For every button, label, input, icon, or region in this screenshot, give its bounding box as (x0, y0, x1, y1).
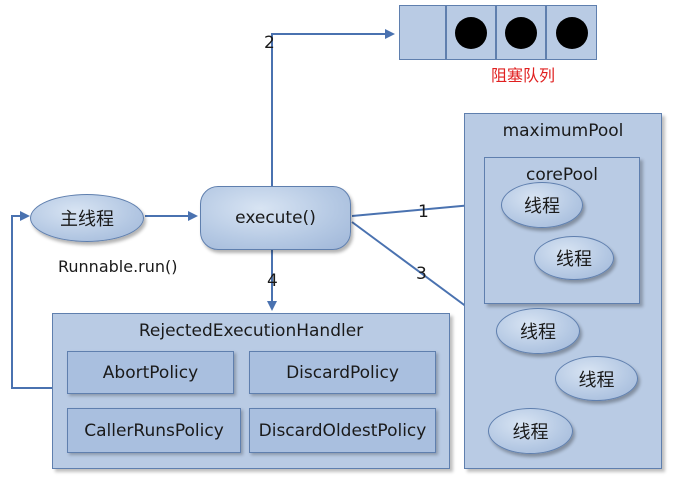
thread-label: 线程 (512, 422, 549, 443)
main-thread-node: 主线程 (30, 194, 144, 242)
thread-label: 线程 (578, 369, 615, 391)
core-thread-2: 线程 (534, 236, 614, 280)
queue-slot-empty (399, 5, 447, 60)
arrow-execute-to-queue (271, 29, 395, 186)
execute-node: execute() (200, 186, 351, 250)
arrow-handler-to-main (11, 211, 52, 389)
core-pool-title: corePool (526, 165, 598, 185)
thread-label: 线程 (556, 249, 592, 270)
policy-label: DiscardPolicy (286, 362, 399, 383)
queue-slot-filled (546, 5, 597, 60)
caller-runs-policy: CallerRunsPolicy (67, 408, 241, 453)
core-thread-1: 线程 (501, 182, 583, 228)
abort-policy: AbortPolicy (67, 351, 234, 394)
policy-label: CallerRunsPolicy (84, 420, 224, 441)
discard-policy: DiscardPolicy (249, 351, 436, 394)
max-thread-3: 线程 (488, 408, 573, 454)
queue-label: 阻塞队列 (490, 66, 555, 85)
step-4-label: 4 (267, 271, 278, 291)
core-pool: corePool (484, 157, 640, 304)
discard-oldest-policy: DiscardOldestPolicy (249, 408, 436, 453)
task-dot-icon (505, 16, 538, 49)
task-dot-icon (455, 16, 488, 49)
max-thread-2: 线程 (555, 356, 638, 401)
execute-label: execute() (235, 208, 316, 228)
main-thread-label: 主线程 (60, 209, 114, 230)
handler-title: RejectedExecutionHandler (138, 321, 364, 341)
step-1-label: 1 (418, 202, 429, 222)
queue-slot-filled (496, 5, 547, 60)
runnable-label: Runnable.run() (58, 257, 178, 276)
blocking-queue (399, 5, 597, 60)
step-2-label: 2 (264, 33, 275, 53)
rejected-execution-handler: RejectedExecutionHandler AbortPolicy Dis… (52, 313, 450, 469)
step-3-label: 3 (416, 264, 427, 284)
max-thread-1: 线程 (496, 308, 580, 354)
maximum-pool-title: maximumPool (502, 121, 624, 141)
policy-label: DiscardOldestPolicy (258, 420, 427, 441)
policy-label: AbortPolicy (102, 362, 199, 383)
queue-slot-filled (446, 5, 497, 60)
thread-label: 线程 (524, 196, 560, 217)
thread-label: 线程 (520, 322, 556, 343)
task-dot-icon (555, 16, 588, 49)
